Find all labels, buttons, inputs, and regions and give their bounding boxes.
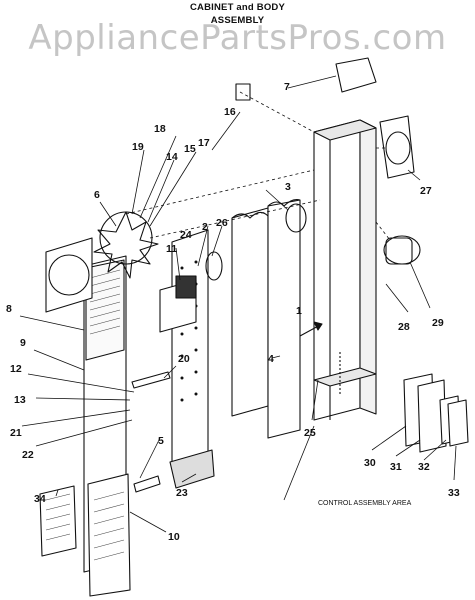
callout-3: 3 (285, 181, 291, 193)
air-duct-column (313, 119, 377, 421)
callout-7: 7 (284, 81, 290, 93)
callout-9: 9 (20, 337, 26, 349)
side-panels (231, 199, 301, 439)
diagram-subtitle: ASSEMBLY (210, 15, 265, 26)
callout-18: 18 (154, 123, 166, 135)
motor-assembly (383, 235, 421, 265)
callout-5: 5 (158, 435, 164, 447)
callout-12: 12 (10, 363, 22, 375)
callout-21: 21 (10, 427, 22, 439)
junction-box (235, 83, 251, 101)
label-plate (39, 485, 77, 557)
mounting-bracket (335, 57, 377, 93)
callout-16: 16 (224, 106, 236, 118)
callout-4: 4 (268, 353, 274, 365)
callout-1: 1 (296, 305, 302, 317)
front-cabinet-panel (83, 255, 131, 597)
callout-8: 8 (6, 303, 12, 315)
callout-26: 26 (216, 217, 228, 229)
callout-28: 28 (398, 321, 410, 333)
callout-31: 31 (390, 461, 402, 473)
callout-24: 24 (180, 229, 192, 241)
collar-rings (205, 203, 307, 281)
perforated-panel (169, 229, 215, 489)
trim-strip (131, 371, 171, 389)
bottom-strip (133, 475, 161, 493)
callout-6: 6 (94, 189, 100, 201)
callout-30: 30 (364, 457, 376, 469)
diagram-title: CABINET and BODY (189, 2, 286, 13)
callout-34: 34 (34, 493, 46, 505)
callout-17: 17 (198, 137, 210, 149)
control-assembly-area-label: CONTROL ASSEMBLY AREA (318, 500, 412, 507)
callout-23: 23 (176, 487, 188, 499)
callout-20: 20 (178, 353, 190, 365)
blower-wheel (93, 211, 159, 279)
fan-motor (379, 115, 415, 179)
callout-33: 33 (448, 487, 460, 499)
callout-13: 13 (14, 394, 26, 406)
control-box (159, 275, 197, 333)
control-assembly-parts (403, 373, 469, 453)
callout-25: 25 (304, 427, 316, 439)
callout-2: 2 (202, 221, 208, 233)
callout-15: 15 (184, 143, 196, 155)
callout-10: 10 (168, 531, 180, 543)
callout-29: 29 (432, 317, 444, 329)
callout-14: 14 (166, 151, 178, 163)
callout-22: 22 (22, 449, 34, 461)
callout-32: 32 (418, 461, 430, 473)
callout-19: 19 (132, 141, 144, 153)
callout-27: 27 (420, 185, 432, 197)
callout-11: 11 (166, 243, 177, 255)
blower-grille (45, 237, 93, 313)
